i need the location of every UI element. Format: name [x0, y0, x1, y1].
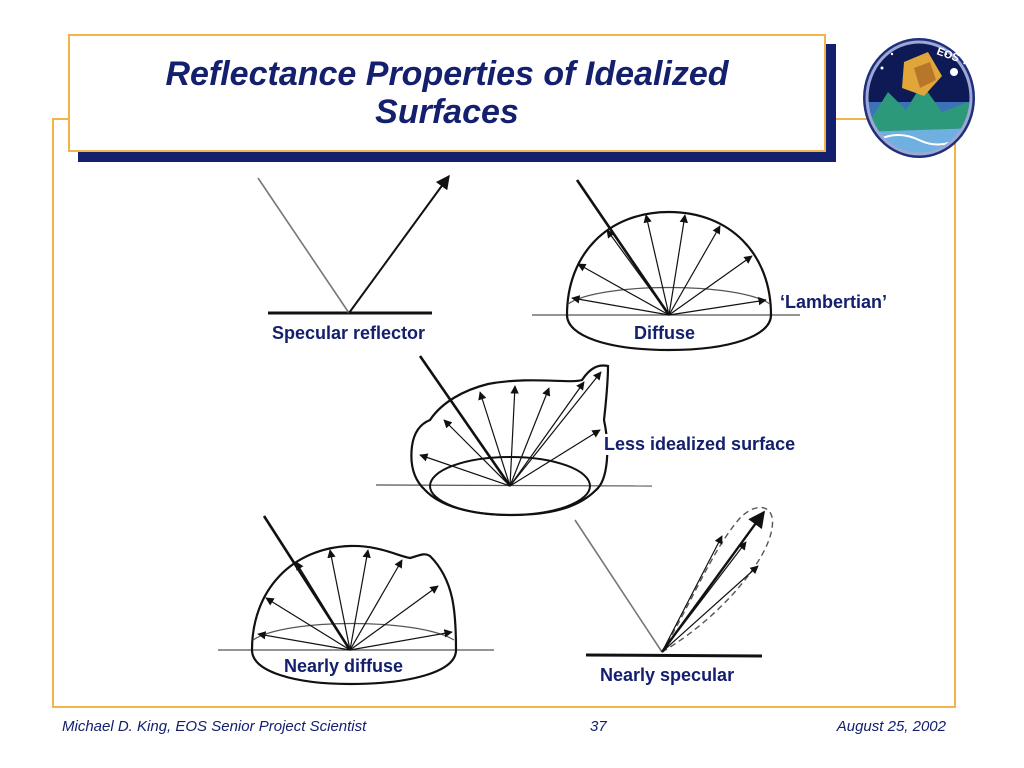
label-nearly-specular: Nearly specular — [600, 665, 735, 686]
label-nearly-diffuse: Nearly diffuse — [284, 656, 404, 676]
nearly-specular-diagram — [574, 506, 774, 658]
label-diffuse: Diffuse — [634, 323, 696, 343]
title-box: Reflectance Properties of Idealized Surf… — [68, 34, 826, 152]
less-idealized-diagram — [375, 355, 653, 517]
footer-author: Michael D. King, EOS Senior Project Scie… — [62, 718, 367, 735]
specular-reflector-diagram — [257, 174, 450, 315]
label-less-idealized-surface: Less idealized surface — [604, 434, 796, 455]
label-lambertian: ‘Lambertian’ — [780, 292, 888, 313]
nearly-diffuse-diagram — [218, 515, 494, 686]
footer-page-number: 37 — [590, 718, 607, 735]
slide-title: Reflectance Properties of Idealized Surf… — [165, 55, 729, 131]
eos-terra-mission-patch-icon: EOS TERRA — [863, 38, 980, 158]
label-specular-reflector: Specular reflector — [272, 323, 426, 344]
diffuse-diagram — [532, 179, 800, 352]
footer-date: August 25, 2002 — [836, 718, 946, 735]
